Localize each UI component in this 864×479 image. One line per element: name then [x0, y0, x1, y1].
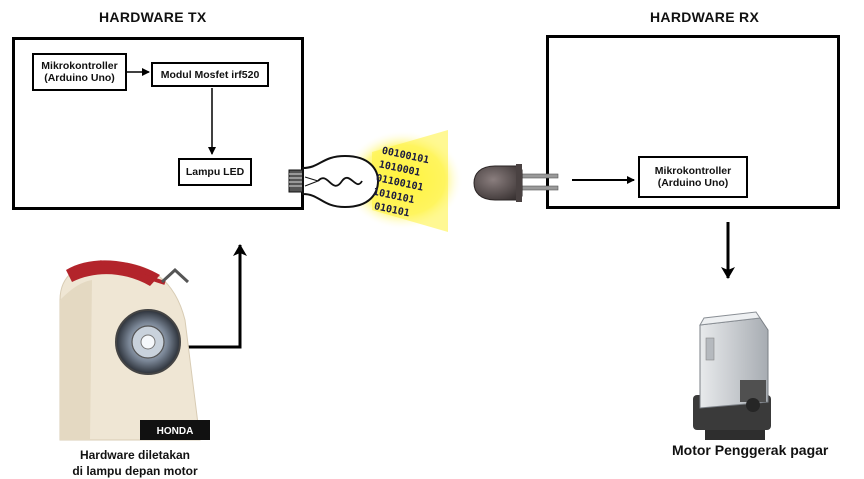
- gate-motor-icon: [693, 311, 771, 440]
- rx-mcu-label-2: (Arduino Uno): [657, 177, 729, 189]
- brand-label: HONDA: [157, 426, 194, 437]
- rx-title: HARDWARE RX: [650, 9, 760, 25]
- rx-mcu-label-1: Mikrokontroller: [654, 165, 732, 177]
- tx-mcu-label-2: (Arduino Uno): [44, 72, 115, 84]
- tx-title: HARDWARE TX: [99, 9, 207, 25]
- scooter-headlight-icon: HONDA: [59, 260, 210, 441]
- motor-caption: Motor Penggerak pagar: [672, 442, 829, 458]
- tx-mosfet-node: Modul Mosfet irf520: [151, 62, 269, 87]
- tx-led-node: Lampu LED: [178, 158, 252, 186]
- scooter-caption: Hardware diletakan di lampu depan motor: [40, 447, 230, 479]
- tx-mosfet-label: Modul Mosfet irf520: [160, 68, 260, 81]
- tx-mcu-label-1: Mikrokontroller: [41, 60, 118, 72]
- scooter-caption-line-2: di lampu depan motor: [72, 464, 198, 478]
- scooter-caption-line-1: Hardware diletakan: [79, 448, 191, 462]
- light-bulb-icon: [288, 154, 380, 209]
- tx-mcu-node: Mikrokontroller (Arduino Uno): [32, 53, 127, 91]
- rx-mcu-node: Mikrokontroller (Arduino Uno): [638, 156, 748, 198]
- tx-led-label: Lampu LED: [185, 166, 245, 178]
- arrow-scooter-to-tx: [185, 244, 247, 349]
- photodiode-icon: [473, 164, 559, 202]
